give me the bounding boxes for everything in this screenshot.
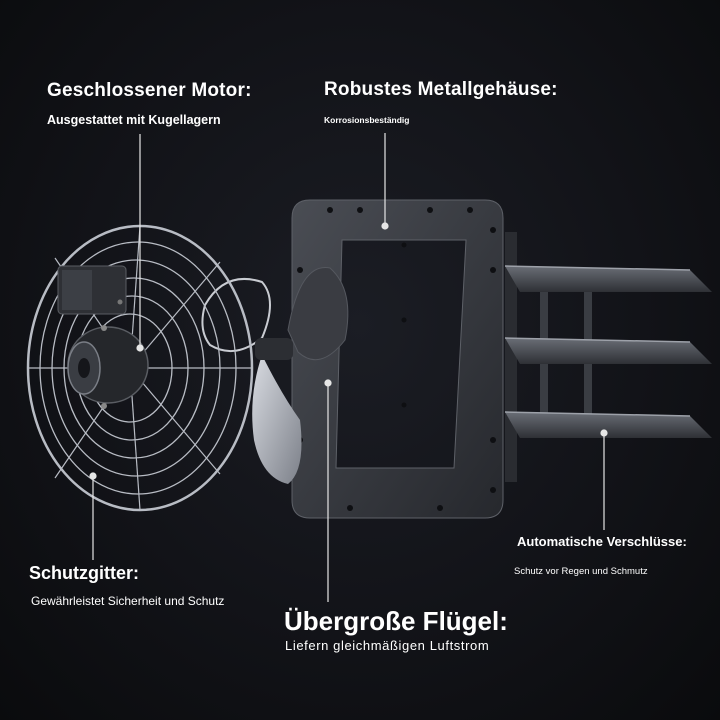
housing-title: Robustes Metallgehäuse: bbox=[324, 79, 558, 100]
shutter-slat bbox=[504, 411, 712, 438]
shutters-subtitle: Schutz vor Regen und Schmutz bbox=[514, 566, 648, 577]
shutter-slat bbox=[504, 337, 712, 364]
shutters-title: Automatische Verschlüsse: bbox=[517, 534, 687, 549]
motor-unit bbox=[57, 265, 149, 409]
motor-subtitle: Ausgestattet mit Kugellagern bbox=[47, 113, 221, 127]
leader-lines bbox=[89, 133, 608, 602]
housing-subtitle: Korrosionsbeständig bbox=[324, 115, 410, 125]
guard-title: Schutzgitter: bbox=[29, 563, 139, 583]
guard-subtitle: Gewährleistet Sicherheit und Schutz bbox=[31, 594, 225, 608]
shutter-assembly bbox=[504, 232, 712, 482]
shutter-slat bbox=[504, 265, 712, 292]
blades-subtitle: Liefern gleichmäßigen Luftstrom bbox=[285, 638, 490, 653]
blades-title: Übergroße Flügel: bbox=[284, 606, 508, 636]
fan-blades bbox=[201, 267, 349, 484]
metal-housing-plate bbox=[291, 199, 504, 519]
motor-title: Geschlossener Motor: bbox=[47, 80, 252, 101]
